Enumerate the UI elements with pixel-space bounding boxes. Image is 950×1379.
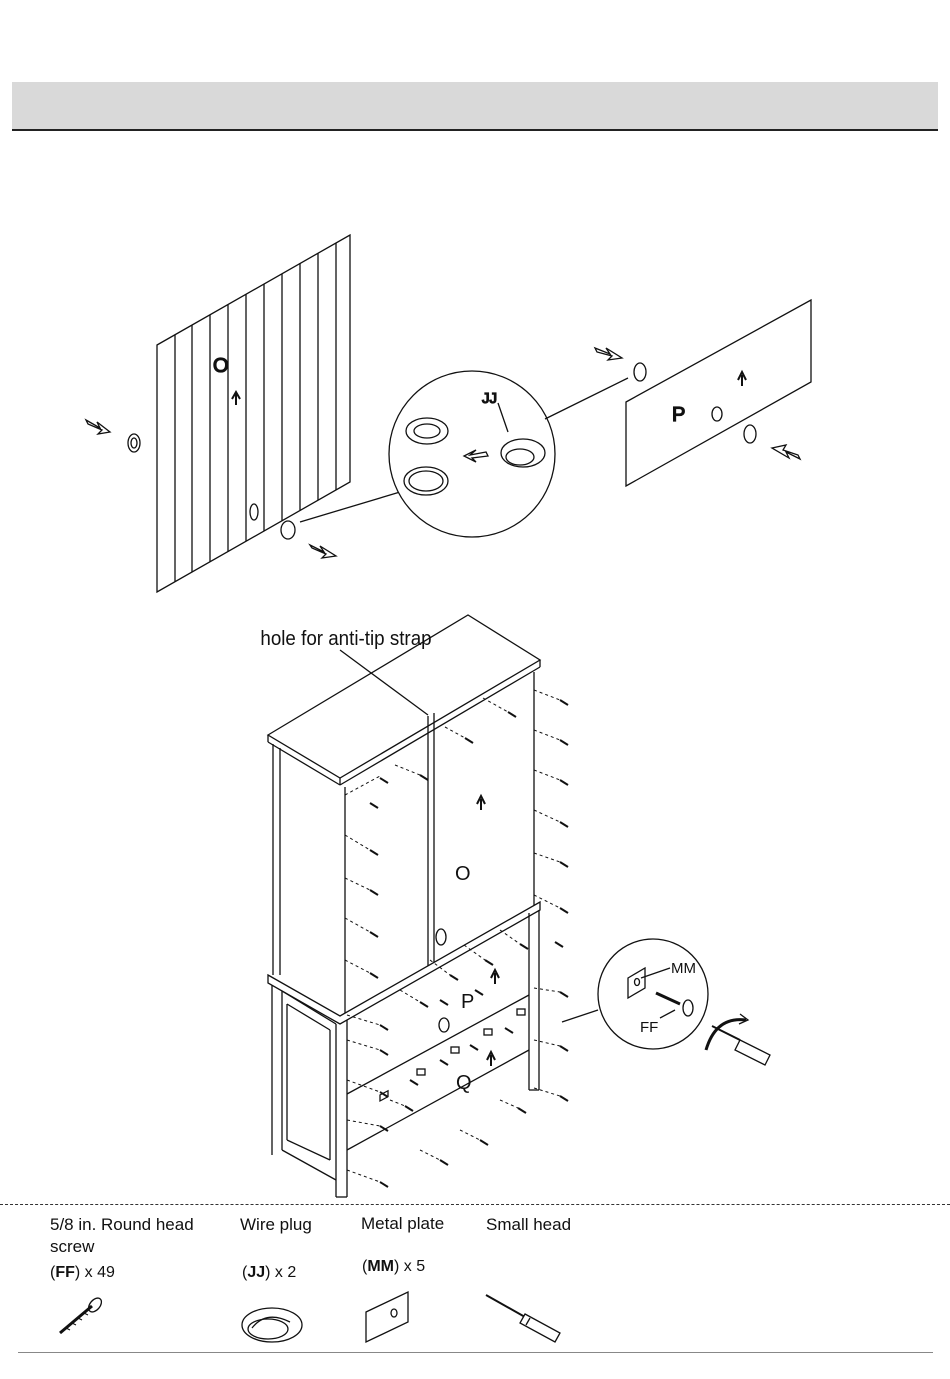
hardware-jj-name: Wire plug	[240, 1214, 312, 1236]
wire-plug-detail	[389, 371, 555, 537]
plate-screw-detail	[562, 939, 770, 1065]
screwdriver-icon	[486, 1295, 560, 1342]
jj-label: JJ	[482, 390, 497, 407]
cabinet-back-view	[268, 615, 540, 1197]
wire-plug-top	[634, 363, 646, 381]
arrow-bottom-icon	[310, 545, 336, 558]
hardware-mm-name: Metal plate	[361, 1213, 444, 1235]
arrow-left-icon	[86, 420, 110, 434]
cabinet-o-label: O	[455, 863, 471, 885]
panel-o-label: O	[213, 355, 229, 377]
back-panel-p	[626, 300, 811, 486]
hardware-jj-count: (JJ) x 2	[242, 1264, 296, 1282]
wire-plug-bottom	[281, 521, 295, 539]
hardware-ff-name: 5/8 in. Round head screw	[50, 1214, 220, 1258]
wire-plug-icon	[242, 1308, 302, 1342]
screw-icon	[60, 1296, 104, 1333]
mm-label: MM	[671, 960, 696, 977]
footer-rule	[18, 1352, 933, 1353]
back-panel-o	[157, 235, 350, 592]
arrow-top-icon	[595, 348, 622, 360]
anti-tip-callout: hole for anti-tip strap	[260, 627, 431, 650]
panel-p-label: P	[672, 404, 685, 426]
hardware-divider	[0, 1204, 950, 1205]
hardware-tool-name: Small head	[486, 1214, 571, 1236]
hardware-mm-count: (MM) x 5	[362, 1258, 425, 1276]
wire-plug-right	[744, 425, 756, 443]
cabinet-q-label: Q	[456, 1072, 472, 1094]
wire-plug-left	[128, 434, 140, 452]
arrow-right-icon	[772, 445, 800, 459]
metal-plate-icon	[366, 1292, 408, 1342]
cabinet-p-label: P	[461, 991, 474, 1013]
hardware-ff-count: (FF) x 49	[50, 1264, 115, 1282]
ff-label: FF	[640, 1019, 658, 1036]
